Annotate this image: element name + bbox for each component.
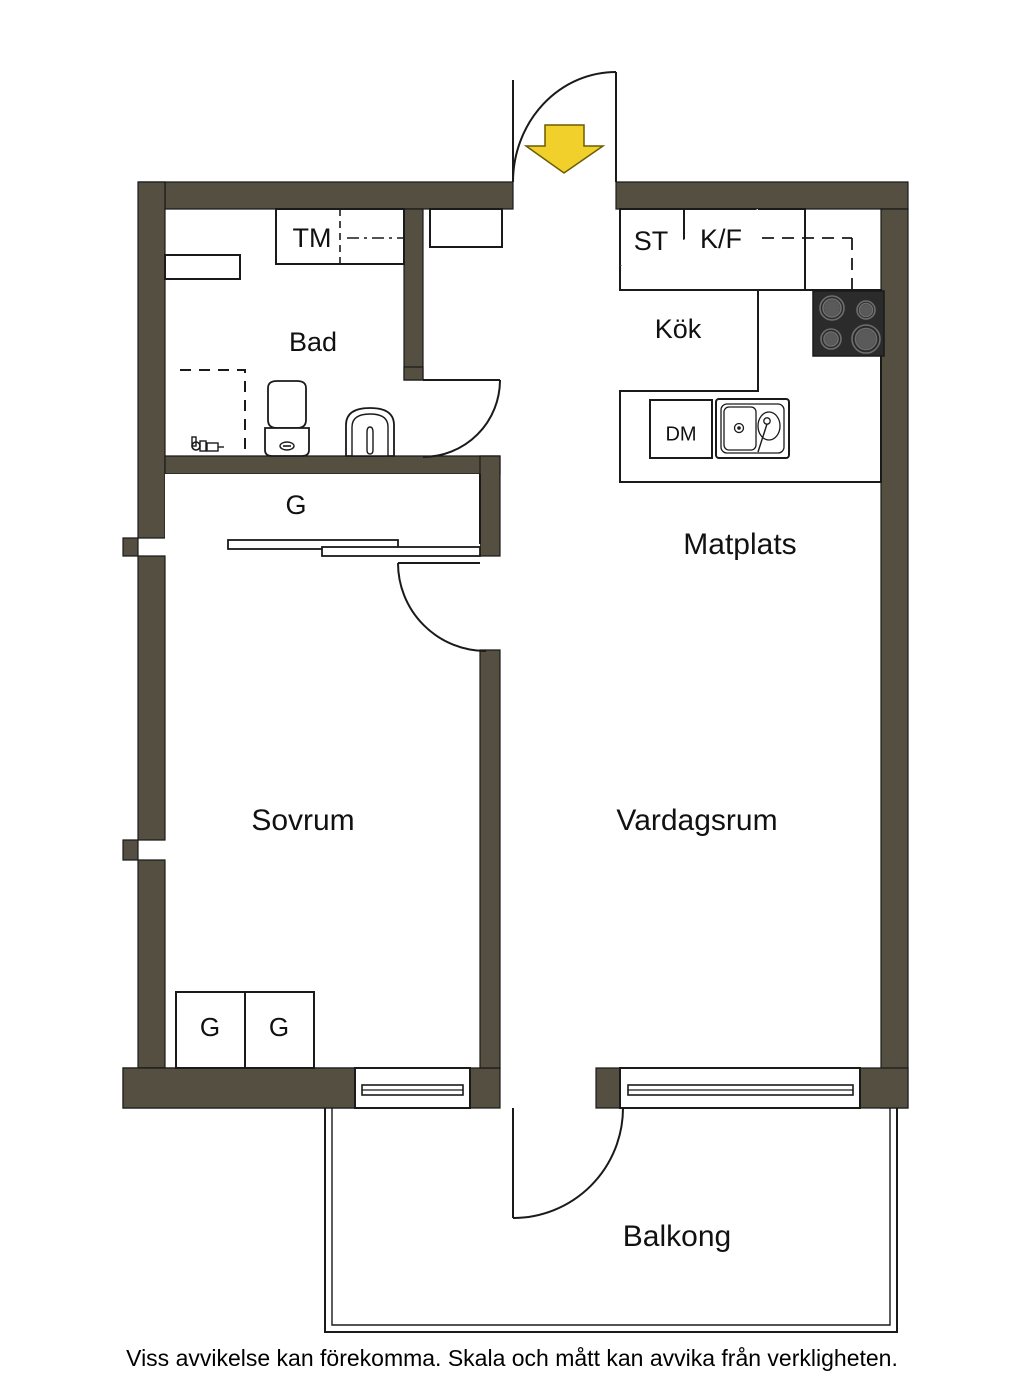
bath-shelf (164, 254, 241, 280)
garderob-2-box (244, 991, 315, 1069)
door-bad[interactable] (422, 379, 501, 458)
room-label-bad: Bad (289, 327, 337, 357)
window-vardagsrum (619, 1067, 861, 1109)
entrance-arrow-icon (523, 124, 606, 174)
room-label-kok: Kök (655, 314, 702, 344)
disclaimer-caption: Viss avvikelse kan förekomma. Skala och … (126, 1345, 898, 1371)
shower-icon (180, 369, 246, 456)
toilet-icon (264, 380, 310, 457)
walls (122, 181, 909, 1109)
room-label-vardagsrum: Vardagsrum (616, 804, 777, 837)
garderob-sovrum-units (175, 991, 315, 1069)
dishwasher-box (649, 399, 713, 459)
door-entre[interactable] (512, 71, 617, 183)
shower-mixer-icon (191, 436, 224, 452)
garderob-hall-unit (165, 474, 481, 557)
fixture-label-kf: K/F (700, 224, 742, 254)
window-sovrum (354, 1067, 471, 1109)
room-label-matplats: Matplats (683, 528, 796, 561)
cooktop-icon (812, 290, 885, 357)
sliding-panel-2 (321, 546, 481, 557)
door-balkong[interactable] (512, 1107, 624, 1219)
door-sovrum[interactable] (397, 562, 487, 652)
washbasin-icon (345, 407, 395, 457)
fixture-label-garderob-hall: G (285, 490, 306, 520)
fixture-label-dm: DM (665, 423, 696, 445)
sliding-panel-1 (227, 539, 399, 550)
fixture-label-garderob-1: G (200, 1012, 220, 1042)
fixture-label-garderob-2: G (269, 1012, 289, 1042)
fixture-label-st: ST (634, 226, 669, 256)
room-label-sovrum: Sovrum (251, 804, 354, 837)
sink-icon (715, 398, 790, 459)
balcony-outline (324, 1108, 898, 1333)
garderob-1-box (175, 991, 246, 1069)
fixture-label-tm: TM (293, 223, 332, 253)
room-label-balkong: Balkong (623, 1220, 731, 1253)
hall-cabinet (429, 208, 503, 248)
bathroom-fixtures (164, 208, 405, 457)
